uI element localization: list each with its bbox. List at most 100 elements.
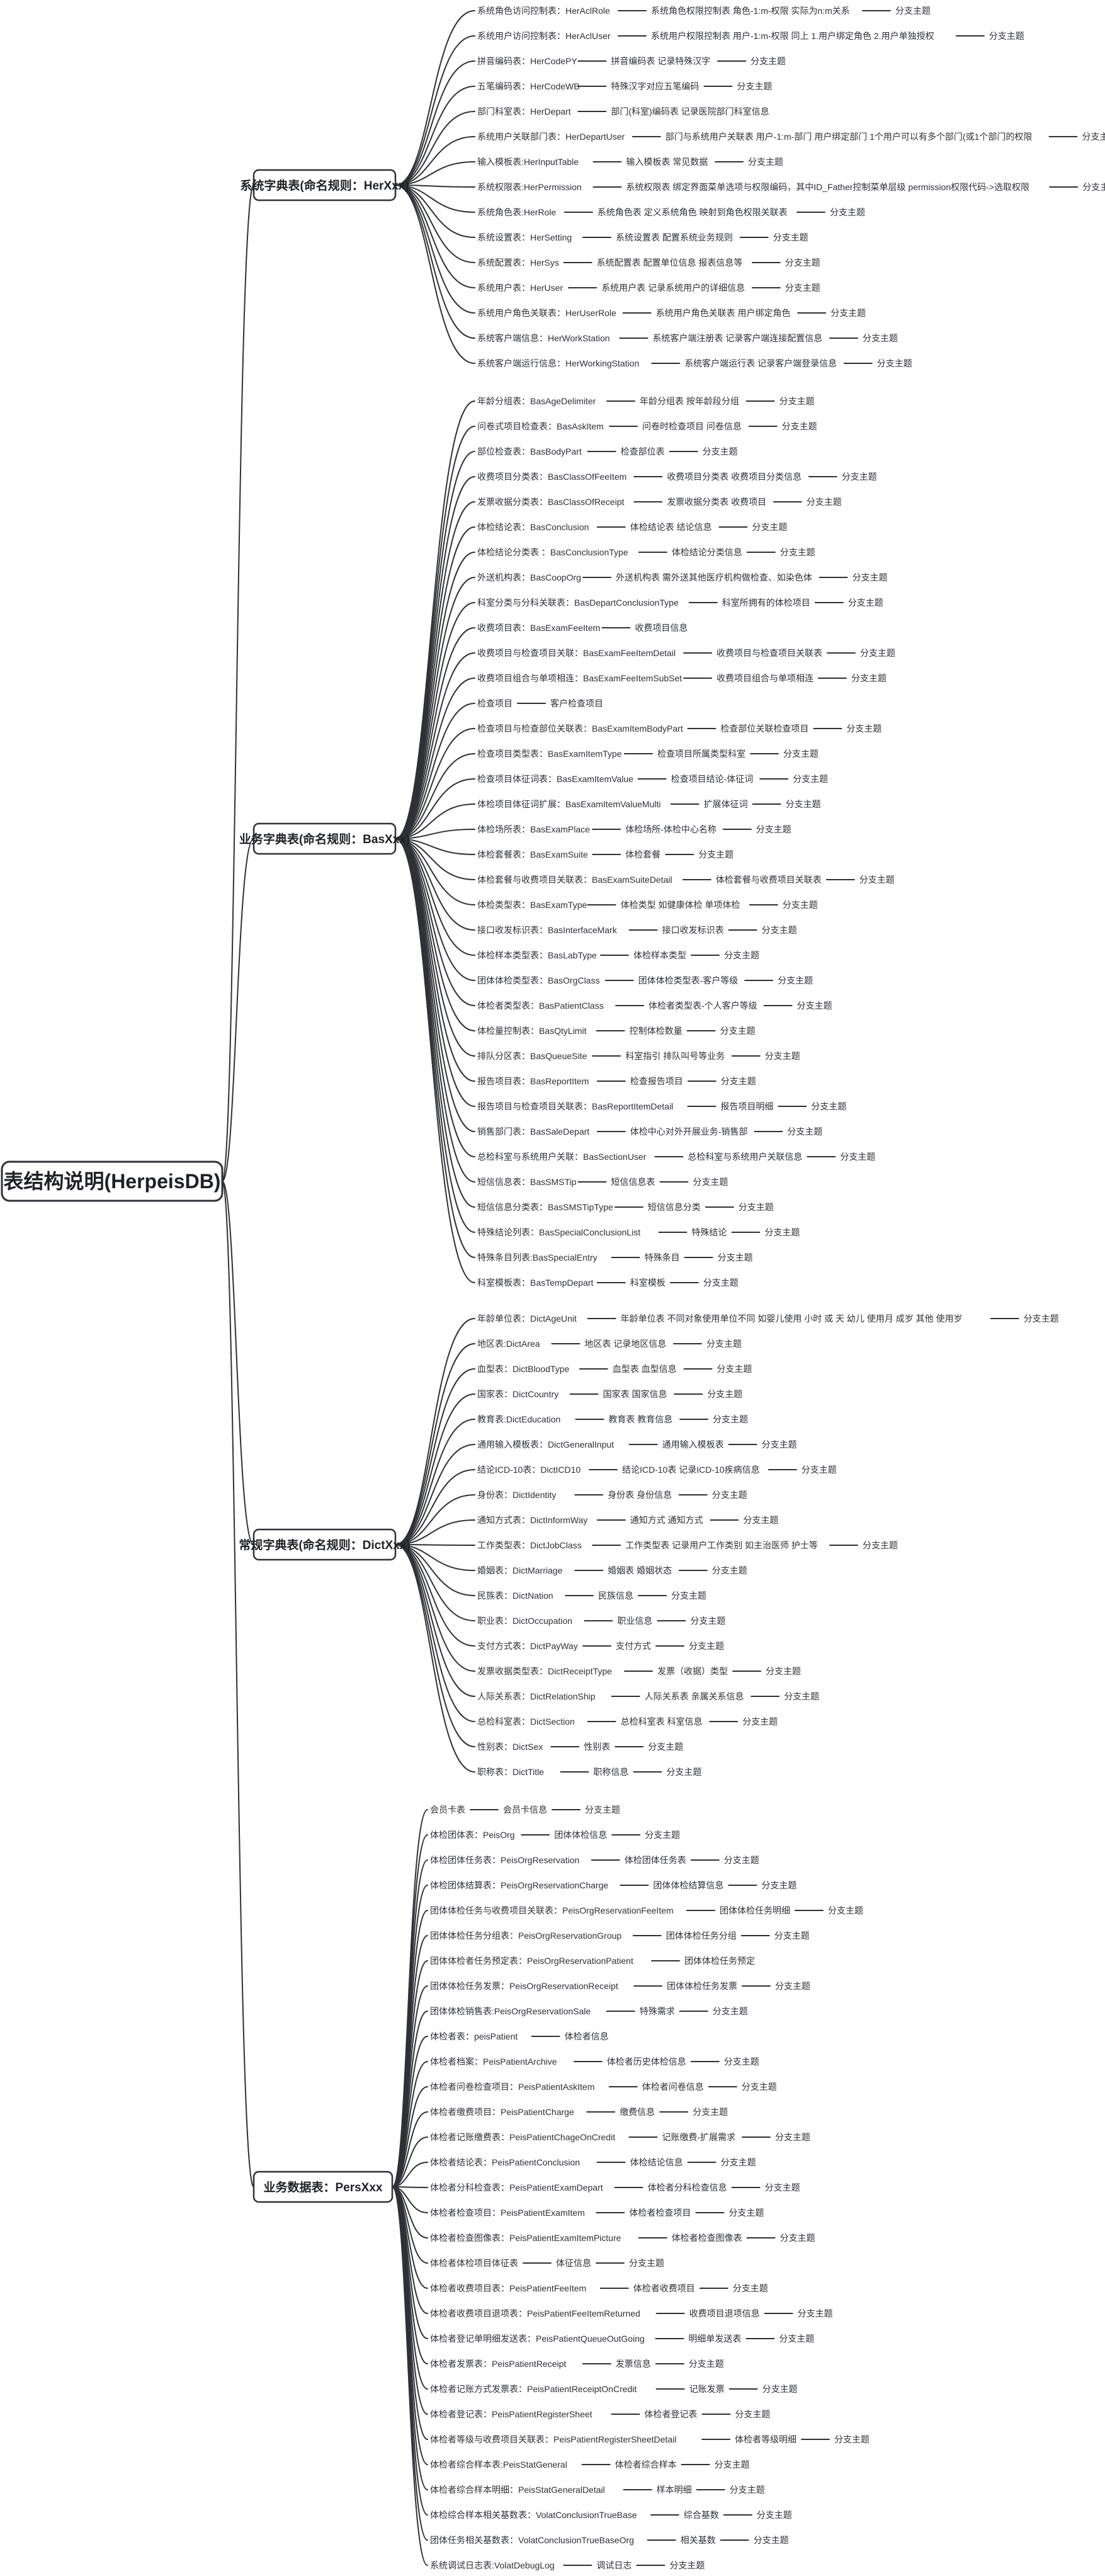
table-description-node: 系统客户端运行表 记录客户端登录信息	[684, 358, 837, 368]
branch-topic-node: 分支主题	[798, 2308, 833, 2318]
group-node-label: 系统字典表(命名规则：HerXxx)	[240, 178, 409, 193]
table-name-node: 接口收发标识表：BasInterfaceMark	[477, 925, 618, 935]
table-name-node: 体检样本类型表：BasLabType	[477, 950, 597, 960]
group-to-leaf-connector	[392, 2086, 428, 2187]
group-to-leaf-connector	[395, 838, 475, 1057]
group-to-leaf-connector	[395, 838, 475, 1157]
branch-topic-node: 分支主题	[851, 673, 887, 683]
table-description-node: 收费项目组合与单项相连	[717, 673, 813, 683]
table-name-node: 体检者缴费项目：PeisPatientCharge	[430, 2107, 574, 2117]
group-to-leaf-connector	[395, 728, 475, 839]
branch-topic-node: 分支主题	[830, 308, 866, 318]
table-description-node: 系统用户权限控制表 用户-1:m-权限 同上 1.用户绑定角色 2.用户单独授权	[651, 31, 934, 41]
table-name-node: 体检者体检项目体征表	[430, 2258, 518, 2268]
table-name-node: 检查项目体征词表：BasExamItemValue	[477, 774, 633, 784]
table-name-node: 体检团体任务表：PeisOrgReservation	[430, 1855, 579, 1865]
table-description-node: 系统角色权限控制表 角色-1:m-权限 实际为n:m关系	[651, 6, 850, 16]
table-name-node: 体检者登记表：PeisPatientRegisterSheet	[430, 2409, 592, 2419]
branch-topic-node: 分支主题	[733, 2283, 768, 2293]
branch-topic-node: 分支主题	[689, 1641, 724, 1651]
branch-topic-node: 分支主题	[706, 1339, 742, 1349]
group-to-leaf-connector	[395, 1544, 475, 1596]
table-name-node: 检查项目	[477, 698, 513, 708]
table-name-node: 系统用户关联部门表：HerDepartUser	[477, 132, 625, 142]
table-description-node: 体检结论表 结论信息	[630, 522, 712, 532]
table-description-node: 体检者问卷信息	[642, 2082, 704, 2092]
table-name-node: 部门科室表：HerDepart	[477, 106, 571, 116]
branch-topic-node: 分支主题	[762, 1439, 797, 1450]
branch-topic-node: 分支主题	[765, 2182, 800, 2193]
table-name-node: 销售部门表：BasSaleDepart	[477, 1126, 589, 1137]
table-description-node: 收费项目信息	[635, 623, 688, 633]
branch-topic-node: 分支主题	[840, 1152, 875, 1162]
branch-topic-node: 分支主题	[724, 2057, 759, 2067]
group-node-box	[252, 1528, 397, 1561]
branch-topic-node: 分支主题	[775, 2132, 810, 2142]
table-name-node: 报告项目与检查项目关联表：BasReportItemDetail	[477, 1101, 673, 1111]
table-name-node: 检查项目类型表：BasExamItemType	[477, 749, 622, 759]
group-to-leaf-connector	[395, 838, 475, 905]
group-to-leaf-connector	[395, 184, 475, 238]
branch-topic-node: 分支主题	[712, 1565, 747, 1575]
table-description-node: 体检者等级明细	[735, 2434, 796, 2444]
table-name-node: 人际关系表：DictRelationShip	[477, 1691, 596, 1701]
branch-topic-node: 分支主题	[773, 232, 808, 242]
branch-topic-node: 分支主题	[761, 1880, 796, 1890]
root-node-label: 表结构说明(HerpeisDB)	[4, 1170, 221, 1193]
table-description-node: 收费项目与检查项目关联表	[717, 648, 822, 658]
table-description-node: 特殊结论	[691, 1227, 727, 1237]
branch-topic-node: 分支主题	[785, 258, 820, 268]
branch-topic-node: 分支主题	[846, 723, 881, 734]
table-name-node: 特殊条目列表:BasSpecialEntry	[477, 1252, 598, 1262]
table-description-node: 国家表 国家信息	[603, 1389, 667, 1399]
table-description-node: 科室所拥有的体检项目	[722, 598, 810, 608]
group-to-leaf-connector	[395, 184, 475, 213]
table-name-node: 短信信息表：BasSMSTip	[477, 1177, 577, 1187]
table-name-node: 体检者发票表：PeisPatientReceipt	[430, 2359, 566, 2369]
table-name-node: 系统用户访问控制表：HerAclUser	[477, 31, 611, 41]
branch-topic-node: 分支主题	[811, 1101, 846, 1111]
group-to-leaf-connector	[395, 1544, 475, 1647]
branch-topic-node: 分支主题	[778, 975, 813, 985]
group-to-leaf-connector	[395, 577, 475, 839]
branch-topic-node: 分支主题	[689, 2359, 724, 2369]
branch-topic-node: 分支主题	[715, 2460, 750, 2470]
branch-topic-node: 分支主题	[713, 1414, 748, 1424]
table-name-node: 输入模板表:HerInputTable	[477, 157, 579, 167]
table-name-node: 系统客户端信息：HerWorkStation	[477, 333, 610, 343]
branch-topic-node: 分支主题	[703, 1278, 739, 1288]
branch-topic-node: 分支主题	[765, 1051, 800, 1061]
table-name-node: 科室分类与分科关联表：BasDepartConclusionType	[477, 598, 679, 608]
table-description-node: 体检团体任务表	[625, 1855, 686, 1865]
table-name-node: 团体体检类型表：BasOrgClass	[477, 975, 599, 985]
table-description-node: 团体体检结算信息	[653, 1880, 723, 1890]
table-name-node: 团体体检任务发票：PeisOrgReservationReceipt	[430, 1981, 618, 1991]
table-name-node: 体检者结论表：PeisPatientConclusion	[430, 2157, 580, 2167]
branch-topic-node: 分支主题	[774, 1931, 810, 1941]
table-name-node: 排队分区表：BasQueueSite	[477, 1051, 587, 1061]
group-to-leaf-connector	[395, 1544, 475, 1773]
branch-topic-node: 分支主题	[779, 2334, 814, 2344]
table-name-node: 支付方式表：DictPayWay	[477, 1641, 578, 1651]
table-name-node: 体检综合样本相关基数表：VolatConclusionTrueBase	[430, 2510, 637, 2520]
branch-topic-node: 分支主题	[690, 1616, 725, 1626]
table-description-node: 收费项目退项信息	[689, 2308, 760, 2318]
branch-topic-node: 分支主题	[859, 875, 895, 885]
branch-topic-node: 分支主题	[743, 1515, 778, 1525]
table-name-node: 体检项目体征词扩展：BasExamItemValueMulti	[477, 799, 660, 809]
group-to-leaf-connector	[395, 829, 475, 839]
branch-topic-node: 分支主题	[1024, 1314, 1059, 1324]
table-name-node: 通用输入模板表：DictGeneralInput	[477, 1439, 614, 1450]
branch-topic-node: 分支主题	[712, 1490, 747, 1500]
mind-map-nodes: 表结构说明(HerpeisDB)系统字典表(命名规则：HerXxx)系统角色访问…	[1, 6, 1105, 2570]
branch-topic-node: 分支主题	[785, 283, 820, 293]
group-to-leaf-connector	[395, 1469, 475, 1545]
branch-topic-node: 分支主题	[730, 2485, 765, 2495]
branch-topic-node: 分支主题	[877, 358, 912, 368]
table-name-node: 总检科室表：DictSection	[477, 1716, 575, 1727]
branch-topic-node: 分支主题	[757, 2510, 792, 2520]
group-to-leaf-connector	[395, 111, 475, 186]
table-name-node: 体检者综合样本明细：PeisStatGeneralDetail	[430, 2485, 605, 2495]
table-name-node: 年龄单位表：DictAgeUnit	[477, 1314, 577, 1324]
